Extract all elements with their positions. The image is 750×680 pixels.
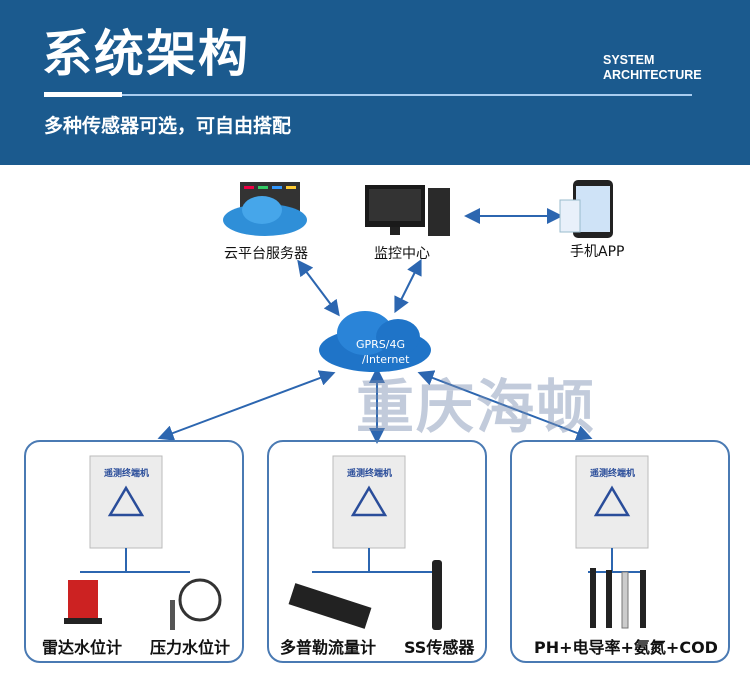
sensor-label-radar: 雷达水位计: [42, 638, 123, 657]
sensor-images: [64, 560, 646, 630]
sensor-group-3: [510, 440, 730, 663]
network-label-1: GPRS/4G: [356, 338, 405, 351]
watermark: 重庆海顿: [356, 373, 597, 441]
network-cloud-icon: GPRS/4G /Internet: [319, 311, 431, 372]
phone-app-icon: [559, 180, 613, 238]
network-label-2: /Internet: [362, 353, 410, 366]
sensor-label-water-quality: PH+电导率+氨氮+COD: [534, 638, 718, 657]
monitor-center-icon: [365, 185, 450, 236]
svg-text:遥测终端机: 遥测终端机: [104, 467, 149, 479]
monitor-center-label: 监控中心: [374, 246, 430, 262]
sensor-label-doppler: 多普勒流量计: [280, 638, 377, 657]
sensor-label-ss: SS传感器: [404, 638, 475, 657]
sensor-label-pressure: 压力水位计: [150, 638, 231, 657]
connection-arrows: [157, 208, 593, 444]
phone-app-label: 手机APP: [570, 244, 625, 260]
cloud-server-icon: [223, 182, 307, 236]
terminal-cabinets: 遥测终端机: [80, 454, 650, 574]
page-title: 系统架构: [42, 25, 250, 83]
divider: [44, 94, 692, 96]
divider-accent: [44, 92, 122, 97]
sensor-group-1: [24, 440, 244, 663]
sensor-group-2: [267, 440, 487, 663]
cloud-server-label: 云平台服务器: [224, 246, 308, 262]
subtitle: 多种传感器可选，可自由搭配: [44, 115, 292, 137]
